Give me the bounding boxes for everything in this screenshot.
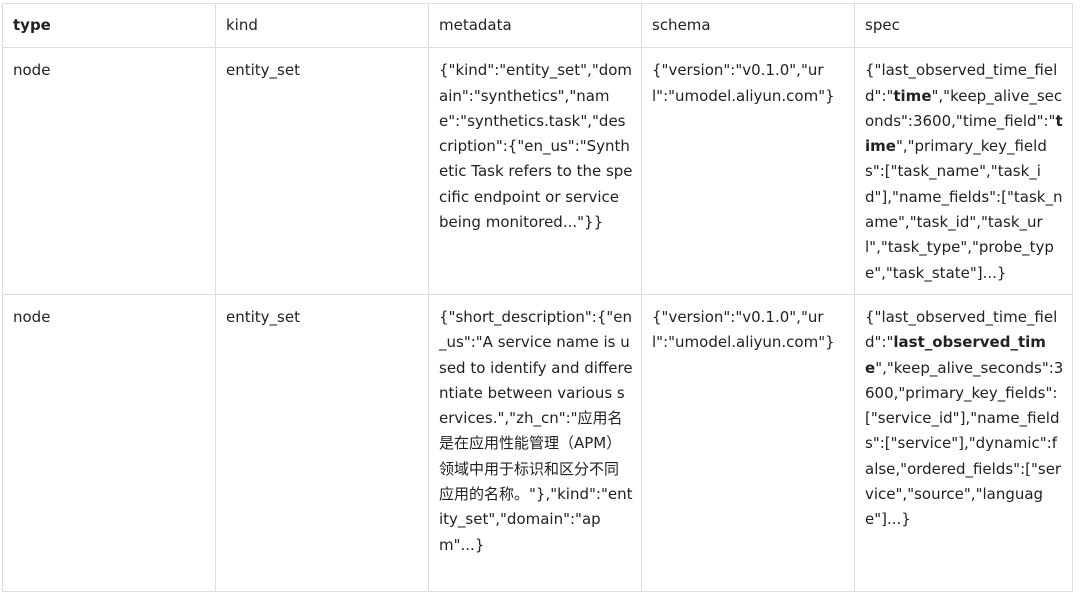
cell-kind: entity_set — [215, 293, 429, 592]
header-row: type kind metadata schema spec — [2, 2, 1073, 49]
cell-spec: {"last_observed_time_field":"last_observ… — [854, 293, 1073, 592]
spec-highlight: last_observed_time — [865, 333, 1046, 377]
header-schema: schema — [641, 2, 855, 49]
table-row: node entity_set {"short_description":{"e… — [2, 293, 1073, 592]
header-metadata: metadata — [428, 2, 642, 49]
cell-kind: entity_set — [215, 47, 429, 295]
table-row: node entity_set {"kind":"entity_set","do… — [2, 47, 1073, 295]
header-spec: spec — [854, 2, 1073, 49]
spec-text: {"last_observed_time_field":" — [865, 307, 1058, 352]
cell-type: node — [2, 47, 216, 295]
header-type: type — [2, 2, 216, 49]
cell-schema: {"version":"v0.1.0","url":"umodel.aliyun… — [641, 47, 855, 295]
cell-schema: {"version":"v0.1.0","url":"umodel.aliyun… — [641, 293, 855, 592]
spec-text: ","primary_key_fields":["task_name","tas… — [865, 137, 1063, 282]
spec-highlight: time — [893, 86, 932, 105]
spec-text: {"last_observed_time_field":" — [865, 61, 1058, 105]
spec-text: ","keep_alive_seconds":3600,"time_field"… — [865, 86, 1063, 130]
header-kind: kind — [215, 2, 429, 49]
spec-highlight: time — [865, 111, 1063, 156]
cell-metadata: {"kind":"entity_set","domain":"synthetic… — [428, 47, 642, 295]
spec-text: ","keep_alive_seconds":3600,"primary_key… — [865, 358, 1064, 529]
cell-spec: {"last_observed_time_field":"time","keep… — [854, 47, 1073, 295]
table-body: node entity_set {"kind":"entity_set","do… — [2, 47, 1073, 592]
table-header: type kind metadata schema spec — [2, 2, 1073, 49]
cell-metadata: {"short_description":{"en_us":"A service… — [428, 293, 642, 592]
cell-type: node — [2, 293, 216, 592]
